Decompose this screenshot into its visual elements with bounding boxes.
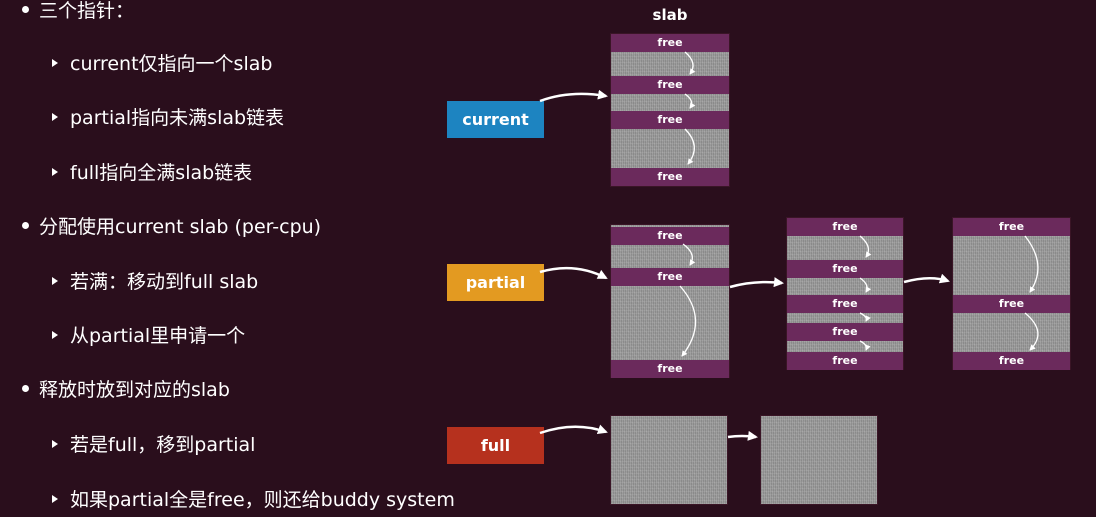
triangle-bullet-icon [52,276,58,285]
current-pointer-label: current [447,101,544,138]
free-object: free [787,295,903,313]
full-arrow [539,424,608,435]
sub-text: 如果partial全是free，则还给buddy system [70,489,455,511]
sub-full: full指向全满slab链表 [52,162,252,184]
partial-link-2 [903,273,950,284]
free-object: free [611,168,729,186]
free-object: free [611,76,729,94]
bullet-free: 释放时放到对应的slab [22,379,230,401]
triangle-bullet-icon [52,494,58,503]
bullet-dot [22,6,29,13]
free-object: free [787,352,903,370]
free-object: free [787,218,903,236]
partial-link-1 [729,277,784,289]
triangle-bullet-icon [52,167,58,176]
full-slab-2 [760,415,878,505]
sub-text: current仅指向一个slab [70,53,273,75]
partial-slab-2: free free free free free [786,217,904,370]
current-arrow [539,89,608,103]
triangle-bullet-icon [52,439,58,448]
triangle-bullet-icon [52,112,58,121]
free-object: free [611,268,729,286]
partial-slab-1: free free free [610,224,730,378]
full-pointer-label: full [447,427,544,464]
bullet-text: 三个指针： [39,0,135,22]
bullet-text: 分配使用current slab (per-cpu) [39,216,322,238]
free-object: free [611,227,729,245]
sub-partial: partial指向未满slab链表 [52,107,284,129]
sub-text: 若满：移动到full slab [70,271,259,293]
bullet-dot [22,385,29,392]
free-object: free [787,323,903,341]
free-object: free [953,218,1070,236]
free-object: free [953,295,1070,313]
sub-current: current仅指向一个slab [52,53,272,75]
bullet-dot [22,222,29,229]
free-object: free [787,260,903,278]
sub-text: partial指向未满slab链表 [70,107,285,129]
partial-arrow [539,266,608,280]
triangle-bullet-icon [52,330,58,339]
full-link [727,430,758,441]
partial-slab-3: free free free [952,217,1071,370]
current-slab: free free free free [610,33,730,187]
partial-pointer-label: partial [447,264,544,301]
sub-full-to-partial: 若是full，移到partial [52,434,255,456]
sub-text: 若是full，移到partial [70,434,256,456]
sub-from-partial: 从partial里申请一个 [52,325,245,347]
sub-return-buddy: 如果partial全是free，则还给buddy system [52,489,455,511]
sub-text: 从partial里申请一个 [70,325,246,347]
free-object: free [953,352,1070,370]
sub-text: full指向全满slab链表 [70,162,253,184]
bullet-three-pointers: 三个指针： [22,0,134,22]
free-object: free [611,360,729,378]
free-object: free [611,111,729,129]
slab-title: slab [652,6,688,24]
free-object: free [611,34,729,52]
triangle-bullet-icon [52,58,58,67]
bullet-allocate: 分配使用current slab (per-cpu) [22,216,321,238]
bullet-text: 释放时放到对应的slab [39,379,230,401]
full-slab-1 [610,415,728,505]
sub-if-full: 若满：移动到full slab [52,271,258,293]
